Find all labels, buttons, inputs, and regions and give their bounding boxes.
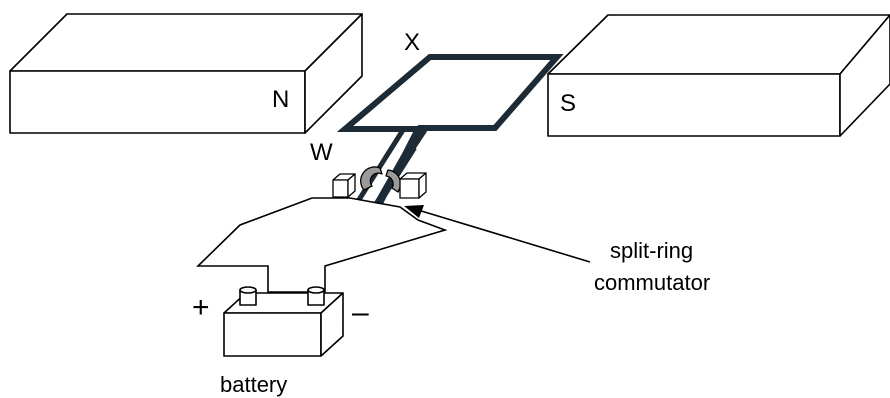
- brush-left: [332, 173, 356, 198]
- battery-terminal-positive: [239, 286, 257, 306]
- north-magnet-front: [9, 70, 306, 134]
- north-pole-label: N: [272, 86, 289, 113]
- battery-front: [223, 312, 322, 357]
- coil-loop: [336, 54, 564, 211]
- commutator-label-line1: split-ring: [610, 238, 693, 263]
- circuit-wire: [196, 197, 448, 293]
- positive-sign: +: [192, 291, 210, 324]
- brush-right: [399, 172, 427, 199]
- side-x-label: X: [404, 29, 420, 56]
- commutator-pointer: [404, 205, 591, 263]
- north-magnet-side: [304, 13, 363, 134]
- south-magnet-front: [547, 73, 841, 137]
- pointer-arrowhead: [404, 205, 424, 218]
- commutator-label-line2: commutator: [594, 270, 710, 295]
- split-ring-commutator: [332, 166, 427, 199]
- battery-label: battery: [220, 372, 287, 397]
- south-magnet: [547, 14, 890, 137]
- north-magnet: [9, 13, 363, 134]
- south-magnet-side: [839, 14, 890, 137]
- negative-sign: –: [352, 296, 369, 329]
- commutator-half-right: [385, 169, 402, 193]
- battery-terminal-negative: [307, 286, 325, 306]
- side-w-label: W: [310, 139, 333, 166]
- battery-side: [320, 292, 344, 357]
- south-pole-label: S: [560, 90, 576, 117]
- coil: [336, 54, 564, 218]
- commutator-half-left: [360, 166, 383, 191]
- battery-body: [223, 286, 344, 357]
- north-magnet-top: [9, 13, 363, 72]
- south-magnet-top: [547, 14, 890, 75]
